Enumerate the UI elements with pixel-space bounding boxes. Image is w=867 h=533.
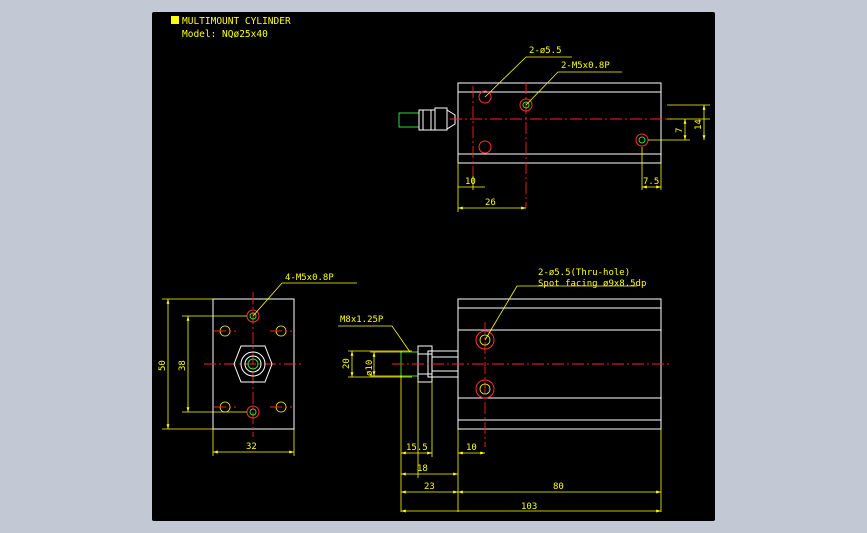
dim-top-10: 10 [465,177,476,187]
top-view-holes [478,90,649,154]
dim-top-7-5: 7.5 [643,177,659,187]
end-view: 4-M5x0.8P 50 38 32 [158,273,357,456]
callout-thru-2: Spot facing ø9x8.5dp [538,279,646,289]
callout-holes: 2-ø5.5 [529,46,562,56]
side-view-holes [475,330,495,399]
side-view: 2-ø5.5(Thru-hole) Spot facing ø9x8.5dp M… [338,268,672,513]
title-line-2: Model: NQø25x40 [182,29,268,40]
end-view-dimensions: 50 38 32 [158,298,295,456]
callout-threads: 4-M5x0.8P [285,273,334,283]
dim-top-7: 7 [675,128,685,133]
end-view-hex-nut [233,345,273,383]
dim-side-103: 103 [521,502,537,512]
dim-side-20: 20 [342,358,352,369]
title-block: MULTIMOUNT CYLINDER Model: NQø25x40 [171,16,291,40]
top-view-body [457,82,662,164]
callout-thru-1: 2-ø5.5(Thru-hole) [538,268,630,278]
side-view-callouts: 2-ø5.5(Thru-hole) Spot facing ø9x8.5dp M… [338,268,646,353]
cad-drawing: MULTIMOUNT CYLINDER Model: NQø25x40 [158,16,710,513]
end-view-leader [252,282,357,317]
dim-top-14: 14 [694,119,704,130]
dim-top-26: 26 [485,198,496,208]
top-view-dimensions: 10 26 7.5 7 14 [457,104,710,212]
side-view-dimensions: 20 ø10 15.5 10 18 23 80 103 [342,350,662,513]
callout-ports: 2-M5x0.8P [561,61,610,71]
callout-rod-thread: M8x1.25P [340,315,384,325]
dim-side-23: 23 [424,482,435,492]
dim-side-15-5: 15.5 [406,443,428,453]
dim-end-50: 50 [158,360,168,371]
title-marker-icon [171,16,179,24]
dim-end-32: 32 [246,442,257,452]
drawing-viewport[interactable]: MULTIMOUNT CYLINDER Model: NQø25x40 [152,12,715,521]
dim-side-10: 10 [466,443,477,453]
dim-side-18: 18 [417,464,428,474]
top-view-rod [398,107,456,131]
title-line-1: MULTIMOUNT CYLINDER [182,16,291,27]
dim-side-phi10: ø10 [365,360,375,376]
top-view-callouts: 2-ø5.5 2-M5x0.8P [484,46,622,106]
dim-side-80: 80 [553,482,564,492]
top-view: 2-ø5.5 2-M5x0.8P 10 26 7.5 7 14 [398,46,710,212]
dim-end-38: 38 [178,360,188,371]
